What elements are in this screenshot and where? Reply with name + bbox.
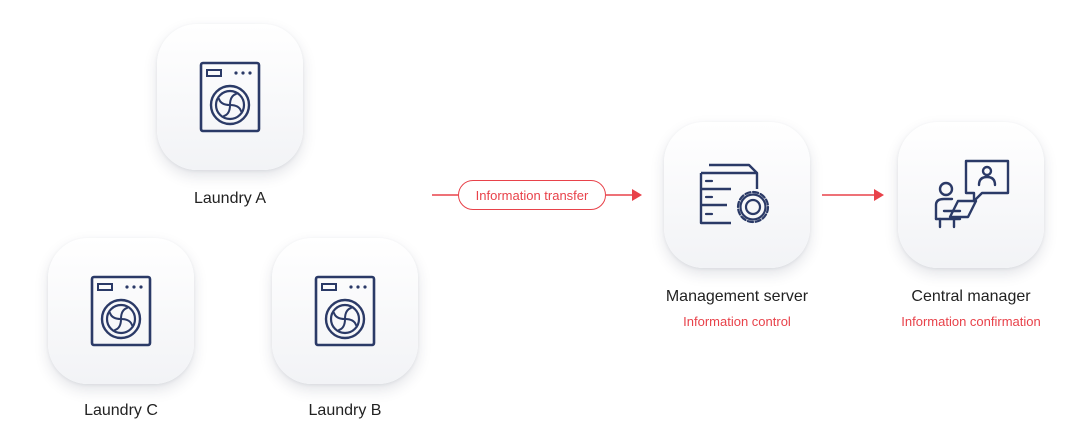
central-manager-sublabel: Information confirmation	[901, 314, 1041, 329]
washing-machine-icon	[199, 61, 261, 133]
laundry-b-label: Laundry B	[308, 402, 382, 419]
confirm-arrowhead	[874, 189, 884, 201]
washing-machine-icon	[90, 275, 152, 347]
information-transfer-label: Information transfer	[458, 180, 606, 210]
manager-laptop-icon	[934, 159, 1010, 229]
server-gear-icon	[699, 163, 770, 225]
central-manager-node	[898, 122, 1044, 268]
laundry-a-node	[157, 24, 303, 170]
laundry-c-label: Laundry C	[84, 402, 158, 419]
transfer-arrowhead	[632, 189, 642, 201]
laundry-b-node	[272, 238, 418, 384]
central-manager-label: Central manager	[911, 288, 1031, 305]
laundry-a-label: Laundry A	[193, 190, 267, 207]
management-server-label: Management server	[665, 288, 809, 305]
management-server-sublabel: Information control	[683, 314, 791, 329]
washing-machine-icon	[314, 275, 376, 347]
management-server-node	[664, 122, 810, 268]
laundry-c-node	[48, 238, 194, 384]
